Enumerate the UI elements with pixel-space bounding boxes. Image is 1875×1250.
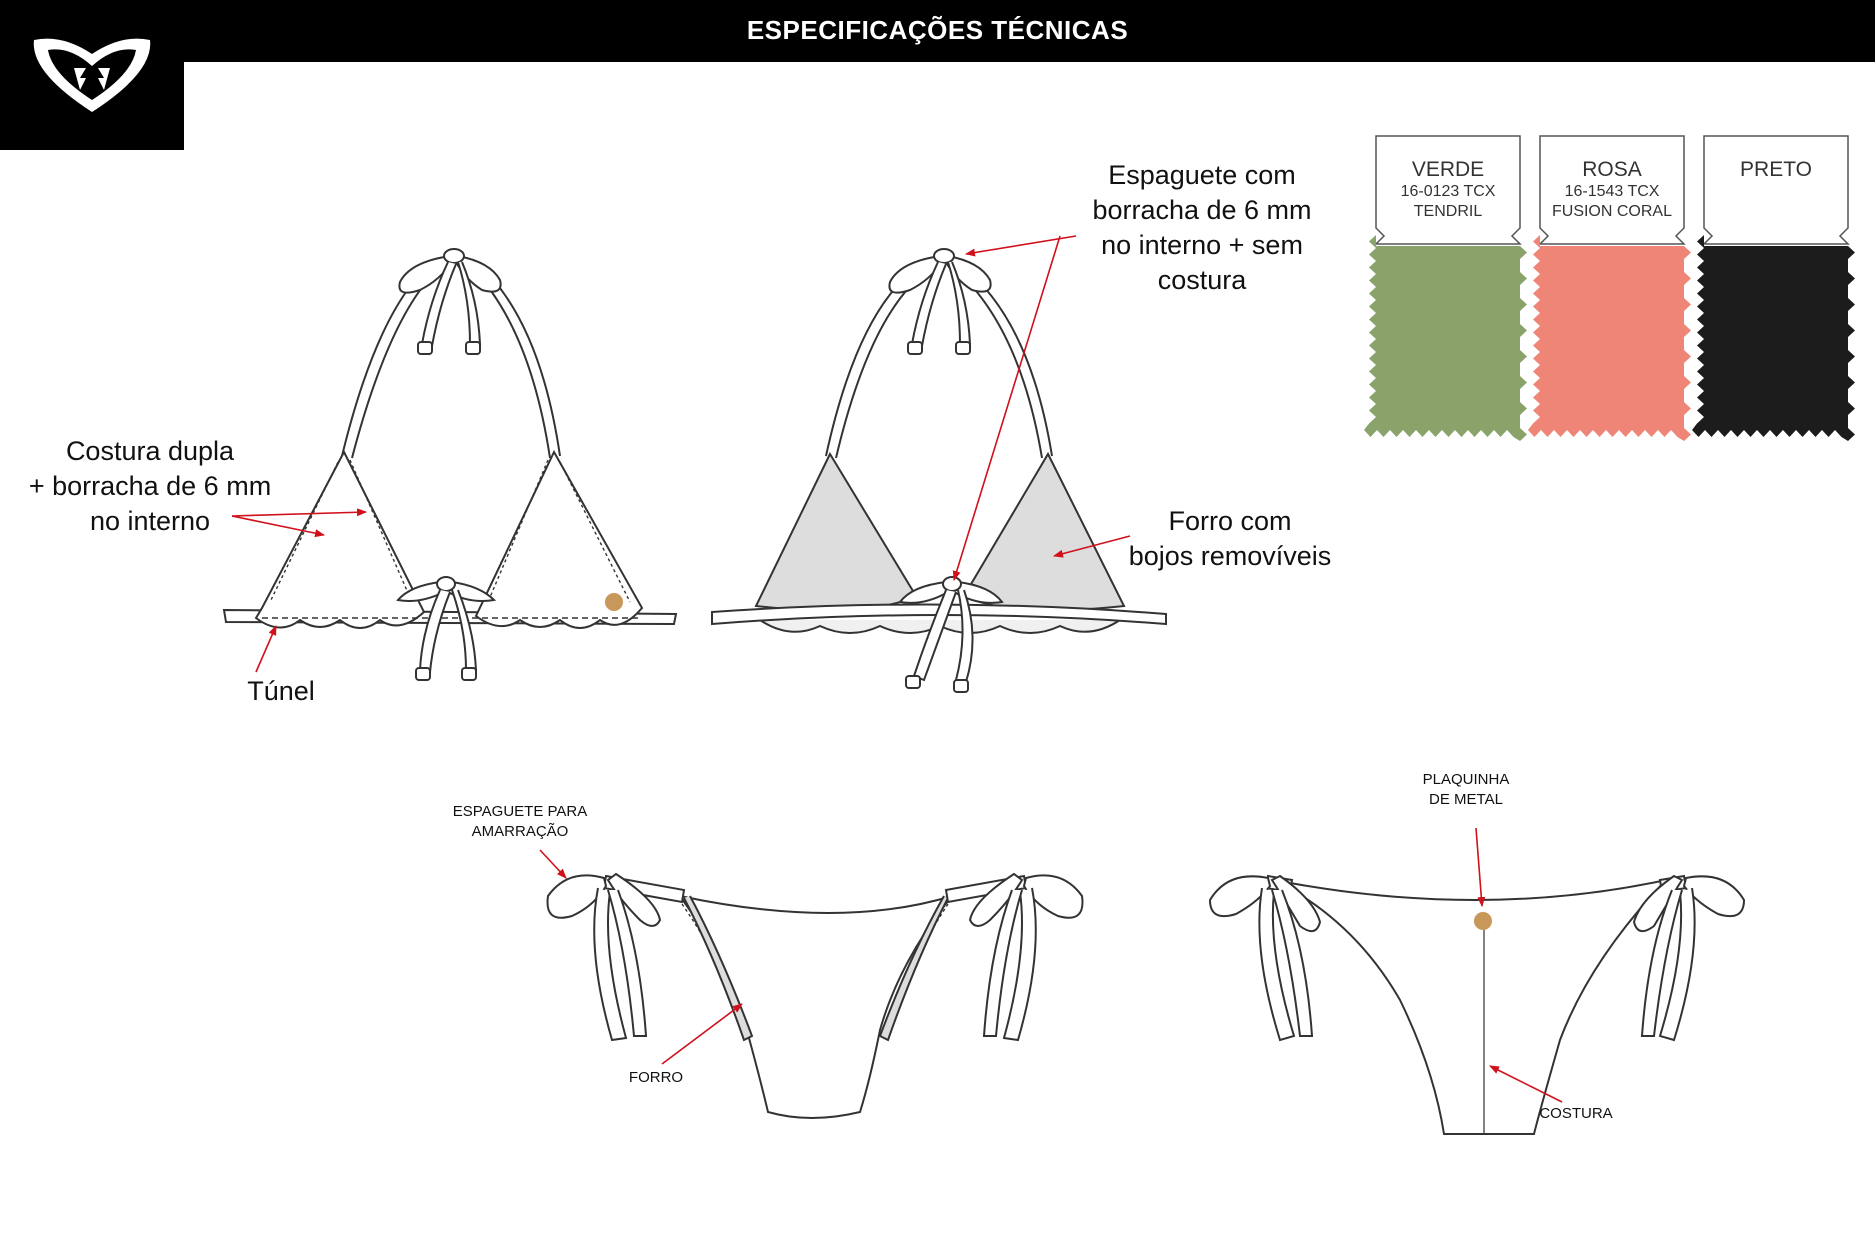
- label-espaguete-borracha: Espaguete com borracha de 6 mm no intern…: [1092, 160, 1312, 295]
- label-espaguete-amarracao: ESPAGUETE PARA AMARRAÇÃO: [452, 803, 588, 840]
- annotation-arrows: [231, 235, 1563, 1103]
- swatch-code: 16-0123 TCX: [1400, 183, 1496, 200]
- label-forro-bojos: Forro com bojos removíveis: [1128, 506, 1332, 571]
- label-plaquinha-metal: PLAQUINHA DE METAL: [1422, 771, 1510, 808]
- fabric-swatch-rosa: [1528, 235, 1691, 441]
- swatch-fabrics: [1364, 235, 1855, 441]
- swatch-name: ROSA: [1582, 158, 1642, 181]
- swatch-code-name: FUSION CORAL: [1551, 203, 1672, 220]
- label-tunel: Túnel: [247, 676, 315, 706]
- fabric-swatch-verde: [1364, 235, 1527, 441]
- label-costura: COSTURA: [1539, 1105, 1613, 1122]
- header-bar: [0, 0, 1875, 62]
- bottom-back-sketch: [1208, 874, 1746, 1135]
- swatch-name: PRETO: [1740, 158, 1812, 181]
- swatch-cards: [1374, 135, 1850, 245]
- fabric-swatch-preto: [1692, 235, 1855, 441]
- metal-plate-icon: [1474, 912, 1492, 930]
- page-title: ESPECIFICAÇÕES TÉCNICAS: [746, 15, 1129, 45]
- label-costura-dupla: Costura dupla + borracha de 6 mm no inte…: [28, 436, 272, 536]
- swatch-code-name: TENDRIL: [1413, 203, 1483, 220]
- swatch-code: 16-1543 TCX: [1564, 183, 1660, 200]
- metal-plate-icon: [605, 593, 623, 611]
- top-back-sketch: [711, 248, 1167, 693]
- brand-logo: [0, 0, 184, 150]
- top-front-sketch: [222, 248, 678, 681]
- label-forro: FORRO: [628, 1069, 684, 1086]
- swatch-name: VERDE: [1411, 158, 1485, 181]
- heart-logo-icon: [33, 38, 151, 112]
